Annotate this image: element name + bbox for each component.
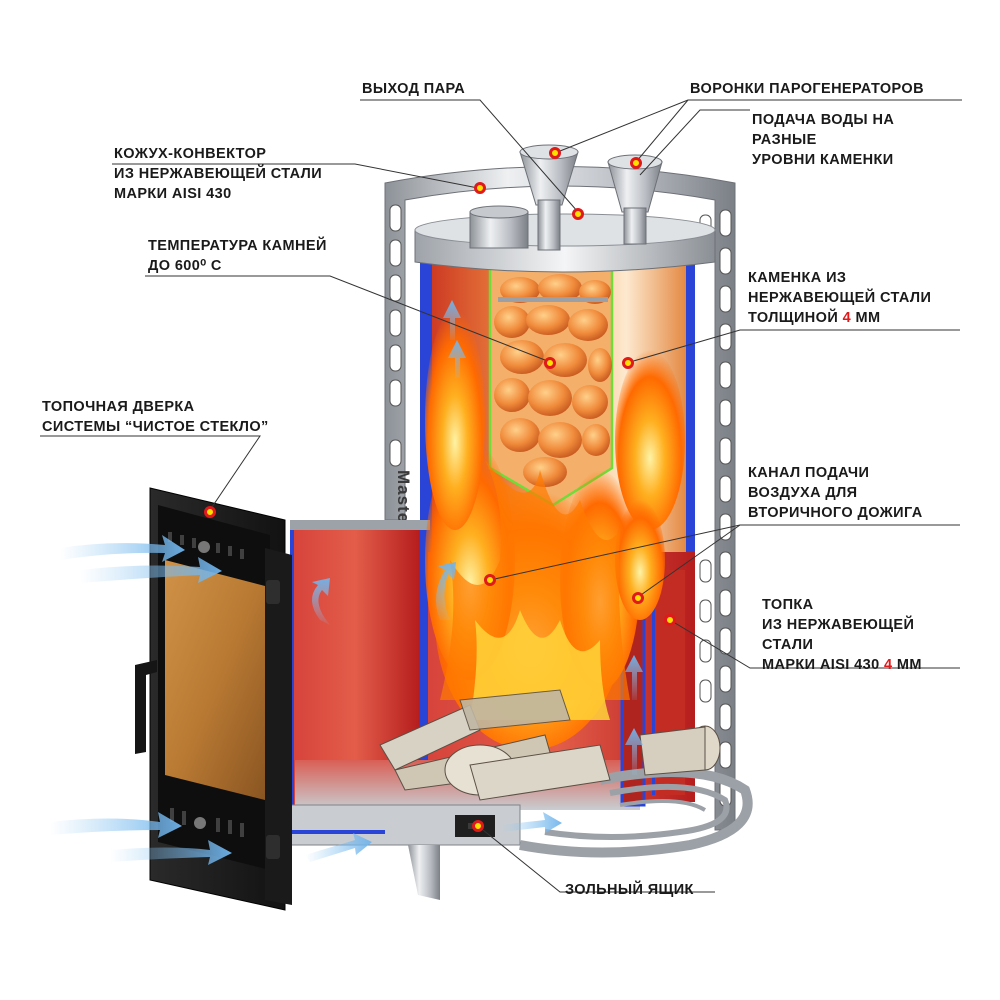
- air-flow-arrows: [50, 300, 643, 865]
- leader-stone-temp: [145, 275, 551, 363]
- door-handle: [135, 660, 157, 754]
- marker-firebox: [664, 614, 676, 626]
- firebox-door: [135, 487, 292, 911]
- brand-stamp: Master: [394, 470, 413, 531]
- marker-air-channel-2: [632, 592, 644, 604]
- callout-markers: [204, 147, 676, 832]
- marker-ash-box: [472, 820, 484, 832]
- marker-funnel-left: [549, 147, 561, 159]
- firebox-thickness-value: 4: [883, 657, 893, 673]
- label-casing: КОЖУХ-КОНВЕКТОР ИЗ НЕРЖАВЕЮЩЕЙ СТАЛИ МАР…: [114, 146, 323, 202]
- label-stone-temp: ТЕМПЕРАТУРА КАМНЕЙ ДО 600⁰ С: [148, 238, 327, 274]
- label-heater: КАМЕНКА ИЗ НЕРЖАВЕЮЩЕЙ СТАЛИ ТОЛЩИНОЙ 4 …: [748, 270, 932, 326]
- label-firebox: ТОПКА ИЗ НЕРЖАВЕЮЩЕЙ СТАЛИ МАРКИ AISI 43…: [762, 597, 922, 673]
- casing-perforation: [389, 204, 732, 807]
- convector-casing: Master: [384, 166, 736, 831]
- stove-lid: [414, 213, 716, 273]
- label-air-channel: КАНАЛ ПОДАЧИ ВОЗДУХА ДЛЯ ВТОРИЧНОГО ДОЖИ…: [748, 465, 923, 521]
- label-steam-outlet: ВЫХОД ПАРА: [362, 81, 466, 97]
- firewood-logs: [379, 689, 721, 801]
- leader-casing: [112, 163, 479, 189]
- steam-outlet-pipe: [469, 205, 529, 249]
- label-door: ТОПОЧНАЯ ДВЕРКА СИСТЕМЫ “ЧИСТОЕ СТЕКЛО”: [42, 399, 269, 435]
- label-ash-box: ЗОЛЬНЫЙ ЯЩИК: [565, 882, 694, 898]
- marker-funnel-right: [630, 157, 642, 169]
- marker-door: [204, 506, 216, 518]
- door-vent-bottom: [170, 808, 244, 837]
- leader-air-channel-2: [637, 524, 741, 598]
- leader-funnel-to-right: [635, 99, 689, 163]
- leader-funnel-to-left: [554, 99, 689, 154]
- leader-water-supply: [639, 109, 750, 176]
- leader-heater: [629, 329, 960, 363]
- heater-thickness-value: 4: [842, 310, 852, 326]
- marker-casing: [474, 182, 486, 194]
- marker-air-channel-1: [484, 574, 496, 586]
- label-water-supply: ПОДАЧА ВОДЫ НА РАЗНЫЕ УРОВНИ КАМЕНКИ: [752, 112, 895, 168]
- stones: [494, 274, 612, 487]
- leader-firebox: [669, 619, 960, 669]
- leader-lines: [40, 99, 962, 893]
- base-ring: [519, 767, 753, 858]
- leader-door: [40, 435, 261, 511]
- marker-steam-outlet: [572, 208, 584, 220]
- marker-heater: [622, 357, 634, 369]
- marker-stone-temp: [544, 357, 556, 369]
- door-vent-top: [168, 532, 244, 559]
- leader-ash-box: [477, 825, 715, 893]
- leader-steam-outlet: [360, 99, 579, 213]
- label-funnels: ВОРОНКИ ПАРОГЕНЕРАТОРОВ: [690, 81, 924, 97]
